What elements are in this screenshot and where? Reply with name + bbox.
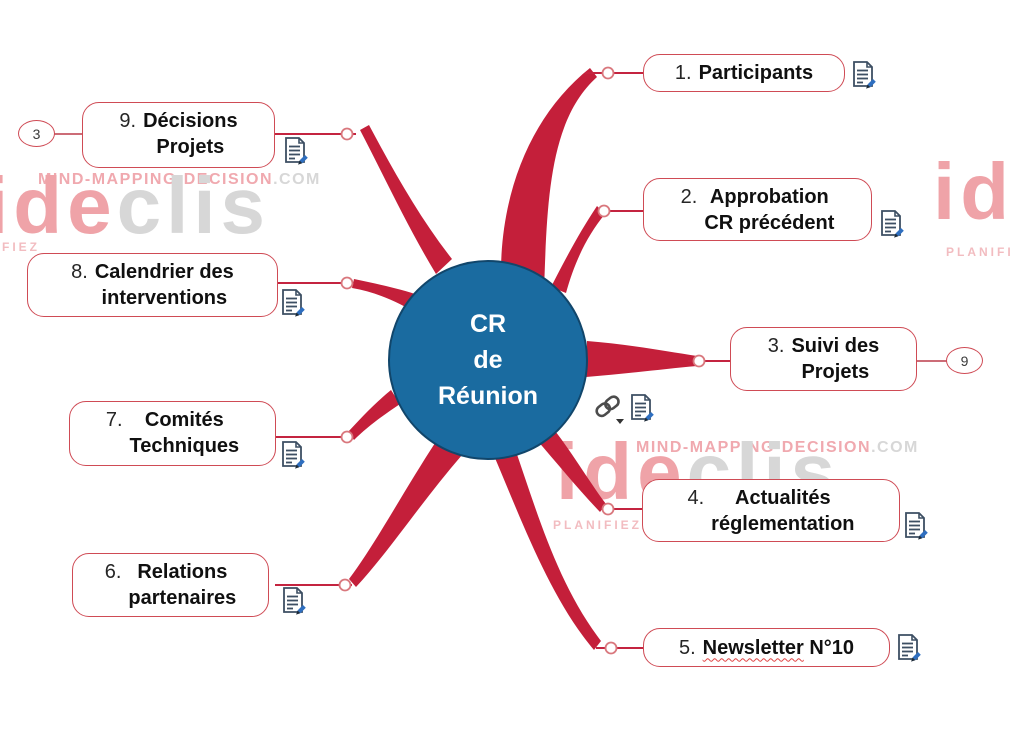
- branch-4: [536, 423, 606, 512]
- branch-5: [492, 443, 601, 650]
- topic-number: 1.: [674, 62, 692, 84]
- note-icon[interactable]: [283, 587, 307, 616]
- topic-number: 5.: [678, 636, 696, 659]
- topic-number: 2.: [680, 186, 698, 208]
- topic-node-6[interactable]: 6. Relations partenaires: [72, 553, 269, 617]
- topic-label: Participants: [698, 62, 814, 84]
- note-icon[interactable]: [282, 441, 306, 470]
- misspelled-word: Newsletter: [702, 636, 804, 659]
- note-icon[interactable]: [898, 634, 922, 663]
- topic-node-8[interactable]: 8. Calendrier des interventions: [27, 253, 278, 317]
- topic-node-2[interactable]: 2. Approbation CR précédent: [643, 178, 872, 241]
- topic-label: Approbation CR précédent: [704, 186, 835, 234]
- connection-rings: [338, 66, 706, 655]
- watermark-tagline-fragment: PLANIFI: [946, 245, 1014, 259]
- topic-label: Actualités réglementation: [711, 487, 855, 535]
- note-icon[interactable]: [853, 61, 877, 90]
- note-icon[interactable]: [631, 394, 655, 423]
- topic-node-9[interactable]: 9. Décisions Projets: [82, 102, 275, 168]
- topic-node-1[interactable]: 1. Participants: [643, 54, 845, 92]
- topic-number: 3.: [767, 335, 785, 357]
- topic-node-7[interactable]: 7. Comités Techniques: [69, 401, 276, 466]
- topic-number: 7.: [105, 409, 123, 431]
- topic-number: 9.: [119, 110, 137, 132]
- collapsed-count-badge[interactable]: 9: [946, 347, 983, 374]
- branch-3: [586, 341, 697, 377]
- note-icon[interactable]: [905, 512, 929, 541]
- watermark-logo: ideclis: [0, 161, 271, 250]
- hyperlink-icon[interactable]: [595, 395, 624, 424]
- central-topic-label: CR de Réunion: [438, 309, 538, 411]
- watermark-logo-edge: id: [933, 147, 1015, 236]
- collapsed-count-badge[interactable]: 3: [18, 120, 55, 147]
- branch-2: [551, 206, 605, 293]
- watermark-tagline: PLANIFIEZ V: [553, 518, 660, 532]
- branches: [348, 68, 697, 650]
- topic-number: 6.: [104, 561, 122, 583]
- topic-label: Newsletter N°10: [702, 636, 855, 659]
- watermark-site-text: MIND-MAPPING-DECISION.COM: [636, 439, 919, 456]
- branch-9: [360, 125, 452, 274]
- topic-node-5[interactable]: 5. Newsletter N°10: [643, 628, 890, 667]
- topic-number: 8.: [71, 261, 88, 283]
- topic-number: 4.: [687, 487, 705, 509]
- branch-7: [348, 390, 400, 440]
- topic-label: Suivi des Projets: [791, 335, 880, 383]
- topic-label: Relations partenaires: [128, 561, 237, 609]
- central-topic[interactable]: CR de Réunion: [388, 260, 588, 460]
- branch-1: [500, 68, 597, 292]
- branch-6: [349, 440, 462, 587]
- note-icon[interactable]: [285, 137, 309, 166]
- topic-node-4[interactable]: 4. Actualités réglementation: [642, 479, 900, 542]
- note-icon[interactable]: [282, 289, 306, 318]
- topic-label: Calendrier des interventions: [94, 261, 234, 309]
- topic-node-3[interactable]: 3. Suivi des Projets: [730, 327, 917, 391]
- topic-label: Comités Techniques: [129, 409, 240, 457]
- note-icon[interactable]: [881, 210, 905, 239]
- watermark-tagline-fragment: FIEZ: [2, 240, 40, 254]
- topic-label: Décisions Projets: [143, 110, 238, 158]
- watermark-site-text: MIND-MAPPING-DECISION.COM: [38, 171, 321, 188]
